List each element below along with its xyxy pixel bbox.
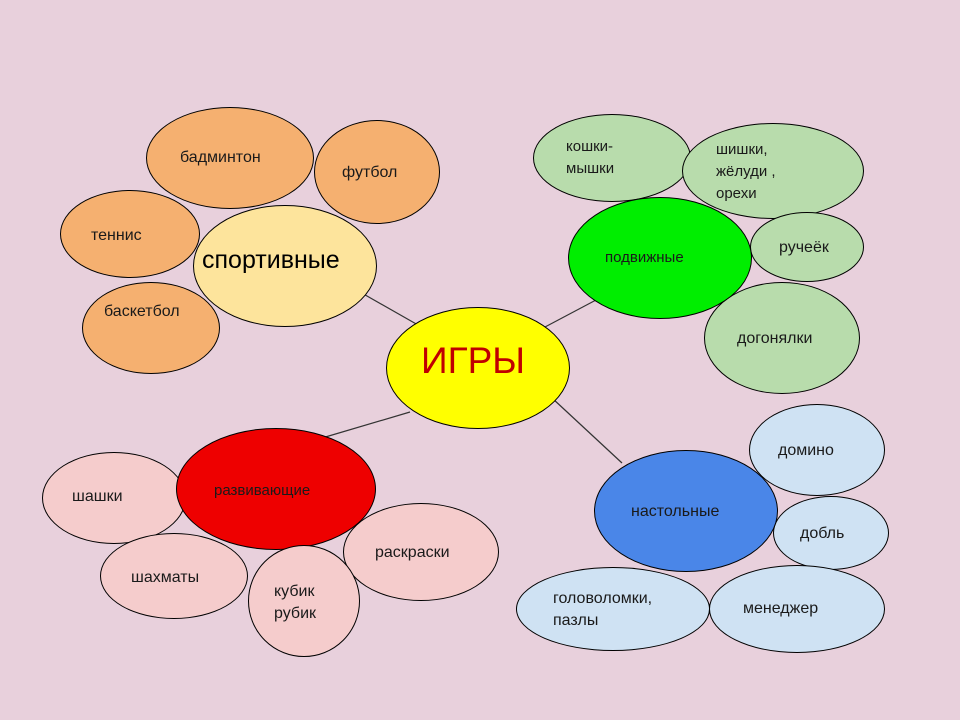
connector-board bbox=[551, 397, 623, 464]
category-board-label: настольные bbox=[631, 503, 720, 520]
category-sport-label: спортивные bbox=[202, 246, 340, 274]
leaf-manager bbox=[709, 565, 885, 653]
connector-developing bbox=[321, 411, 411, 439]
leaf-tennis-label: теннис bbox=[91, 227, 142, 244]
center-node bbox=[386, 307, 570, 429]
leaf-basketball bbox=[82, 282, 220, 374]
leaf-chess-label: шахматы bbox=[131, 569, 200, 586]
leaf-coloring bbox=[343, 503, 499, 601]
leaf-basketball-label: баскетбол bbox=[104, 303, 180, 320]
leaf-badminton bbox=[146, 107, 314, 209]
leaf-cones bbox=[682, 123, 864, 219]
leaf-cones-label: шишки, жёлуди , орехи bbox=[716, 141, 776, 202]
leaf-manager-label: менеджер bbox=[743, 600, 819, 617]
leaf-coloring-label: раскраски bbox=[375, 544, 450, 561]
category-sport bbox=[193, 205, 377, 327]
leaf-tag-label: догонялки bbox=[737, 330, 813, 347]
category-mobile bbox=[568, 197, 752, 319]
leaf-checkers bbox=[42, 452, 186, 544]
leaf-football bbox=[314, 120, 440, 224]
leaf-tennis bbox=[60, 190, 200, 278]
leaf-stream-label: ручеёк bbox=[779, 239, 829, 256]
connector-sport bbox=[359, 291, 419, 326]
leaf-checkers-label: шашки bbox=[72, 488, 123, 505]
category-developing-label: развивающие bbox=[214, 482, 311, 499]
leaf-puzzles-label: головоломки, пазлы bbox=[553, 590, 653, 629]
leaf-cats-mice-label: кошки- мышки bbox=[566, 138, 615, 177]
leaf-stream bbox=[750, 212, 864, 282]
category-mobile-label: подвижные bbox=[605, 249, 684, 266]
leaf-football-label: футбол bbox=[342, 164, 398, 181]
leaf-dobble-label: добль bbox=[800, 525, 845, 542]
connector-mobile bbox=[544, 299, 597, 328]
leaf-rubik-label: кубик рубик bbox=[274, 583, 316, 622]
leaf-cats-mice bbox=[533, 114, 691, 202]
leaf-tag bbox=[704, 282, 860, 394]
center-label: ИГРЫ bbox=[421, 340, 526, 381]
leaf-domino bbox=[749, 404, 885, 496]
category-developing bbox=[176, 428, 376, 550]
category-board bbox=[594, 450, 778, 572]
leaf-puzzles bbox=[516, 567, 710, 651]
leaf-chess bbox=[100, 533, 248, 619]
leaf-domino-label: домино bbox=[778, 442, 834, 459]
leaf-badminton-label: бадминтон bbox=[180, 149, 261, 166]
leaf-dobble bbox=[773, 496, 889, 570]
leaf-rubik bbox=[248, 545, 360, 657]
